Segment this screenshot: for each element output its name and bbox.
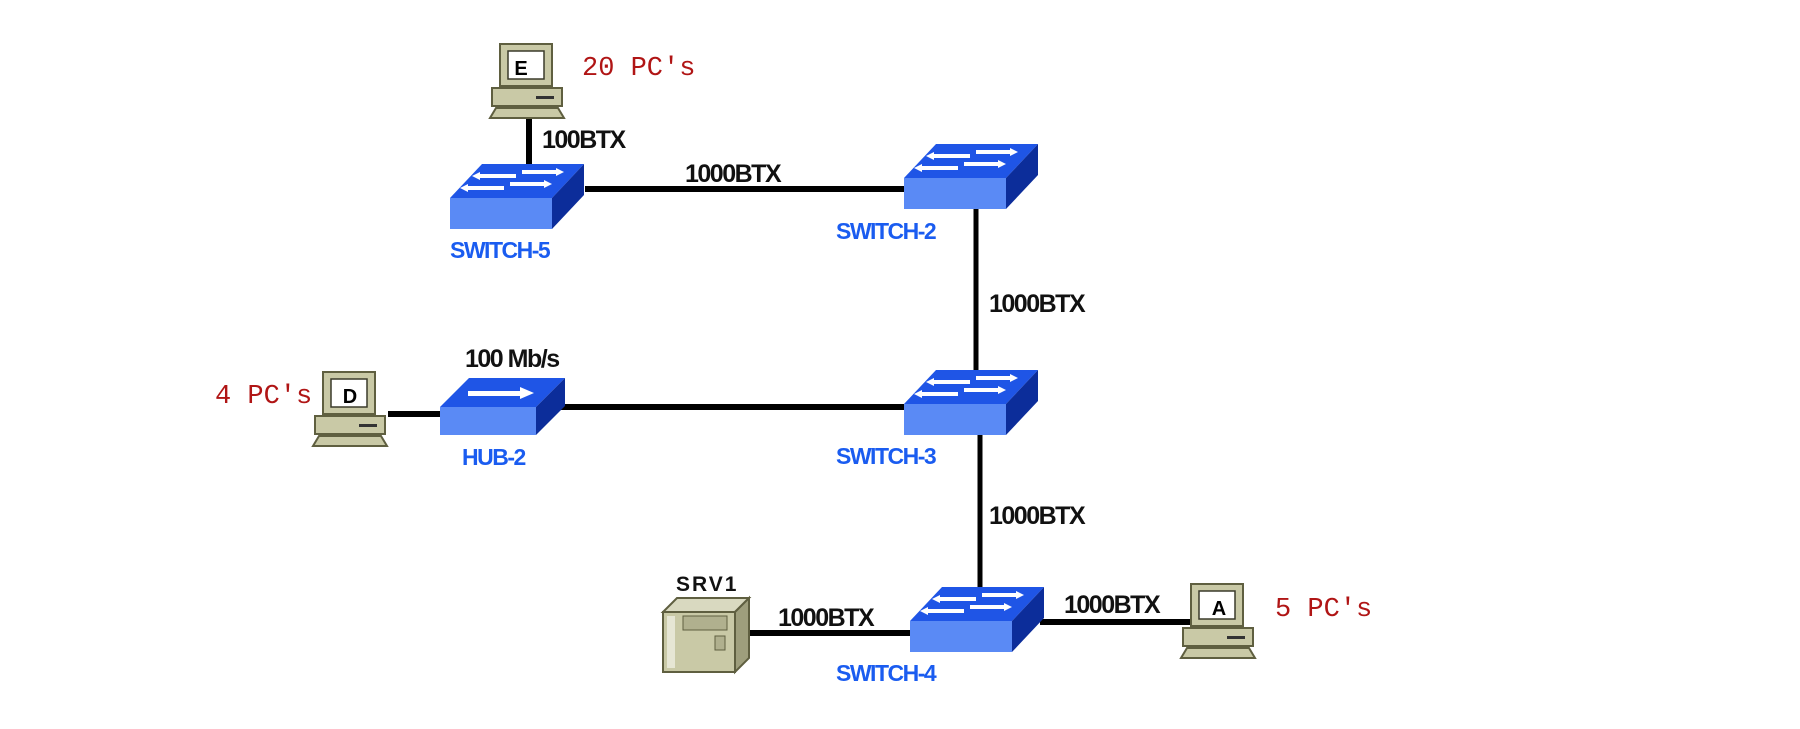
link-label-switch5-switch2: 1000BTX bbox=[685, 160, 782, 188]
server-srv1[interactable]: SRV1 bbox=[662, 573, 750, 673]
switch-3[interactable]: SWITCH-3 bbox=[836, 370, 1038, 469]
link-label-hub2-switch3: 100 Mb/s bbox=[465, 345, 559, 373]
device-label-switch3: SWITCH-3 bbox=[836, 443, 936, 469]
pc-letter: D bbox=[343, 386, 357, 408]
link-label-pcE-switch5: 100BTX bbox=[542, 126, 627, 154]
pc-letter: E bbox=[514, 58, 527, 80]
computer-icon bbox=[312, 371, 388, 447]
switch-2[interactable]: SWITCH-2 bbox=[836, 144, 1038, 244]
switch-icon bbox=[910, 587, 1044, 652]
pc-a[interactable]: A bbox=[1180, 583, 1256, 659]
hub-icon bbox=[440, 378, 565, 435]
device-label-switch4: SWITCH-4 bbox=[836, 660, 937, 686]
server-icon bbox=[662, 597, 750, 673]
switch-icon bbox=[904, 144, 1038, 209]
pc-d[interactable]: D bbox=[312, 371, 388, 447]
switch-icon bbox=[904, 370, 1038, 435]
pc-letter: A bbox=[1212, 598, 1226, 620]
computer-icon bbox=[1180, 583, 1256, 659]
switch-icon bbox=[450, 164, 584, 229]
device-label-switch5: SWITCH-5 bbox=[450, 237, 551, 263]
pc-count-a: 5 PC's bbox=[1275, 595, 1372, 625]
links bbox=[388, 115, 1190, 636]
link-label-srv1-switch4: 1000BTX bbox=[778, 604, 875, 632]
link-label-switch3-switch4: 1000BTX bbox=[989, 502, 1086, 530]
link-label-switch4-pcA: 1000BTX bbox=[1064, 591, 1161, 619]
device-label-switch2: SWITCH-2 bbox=[836, 218, 936, 244]
device-label-hub2: HUB-2 bbox=[462, 444, 525, 470]
computer-icon bbox=[489, 43, 565, 119]
switch-5[interactable]: SWITCH-5 bbox=[450, 164, 584, 263]
link-label-switch2-switch3: 1000BTX bbox=[989, 290, 1086, 318]
pc-count-d: 4 PC's bbox=[215, 382, 312, 412]
pc-count-e: 20 PC's bbox=[582, 54, 695, 84]
hub-2[interactable]: HUB-2 bbox=[440, 378, 565, 470]
switch-4[interactable]: SWITCH-4 bbox=[836, 587, 1044, 686]
device-label-srv1: SRV1 bbox=[676, 573, 738, 596]
pc-e[interactable]: E bbox=[489, 43, 565, 119]
